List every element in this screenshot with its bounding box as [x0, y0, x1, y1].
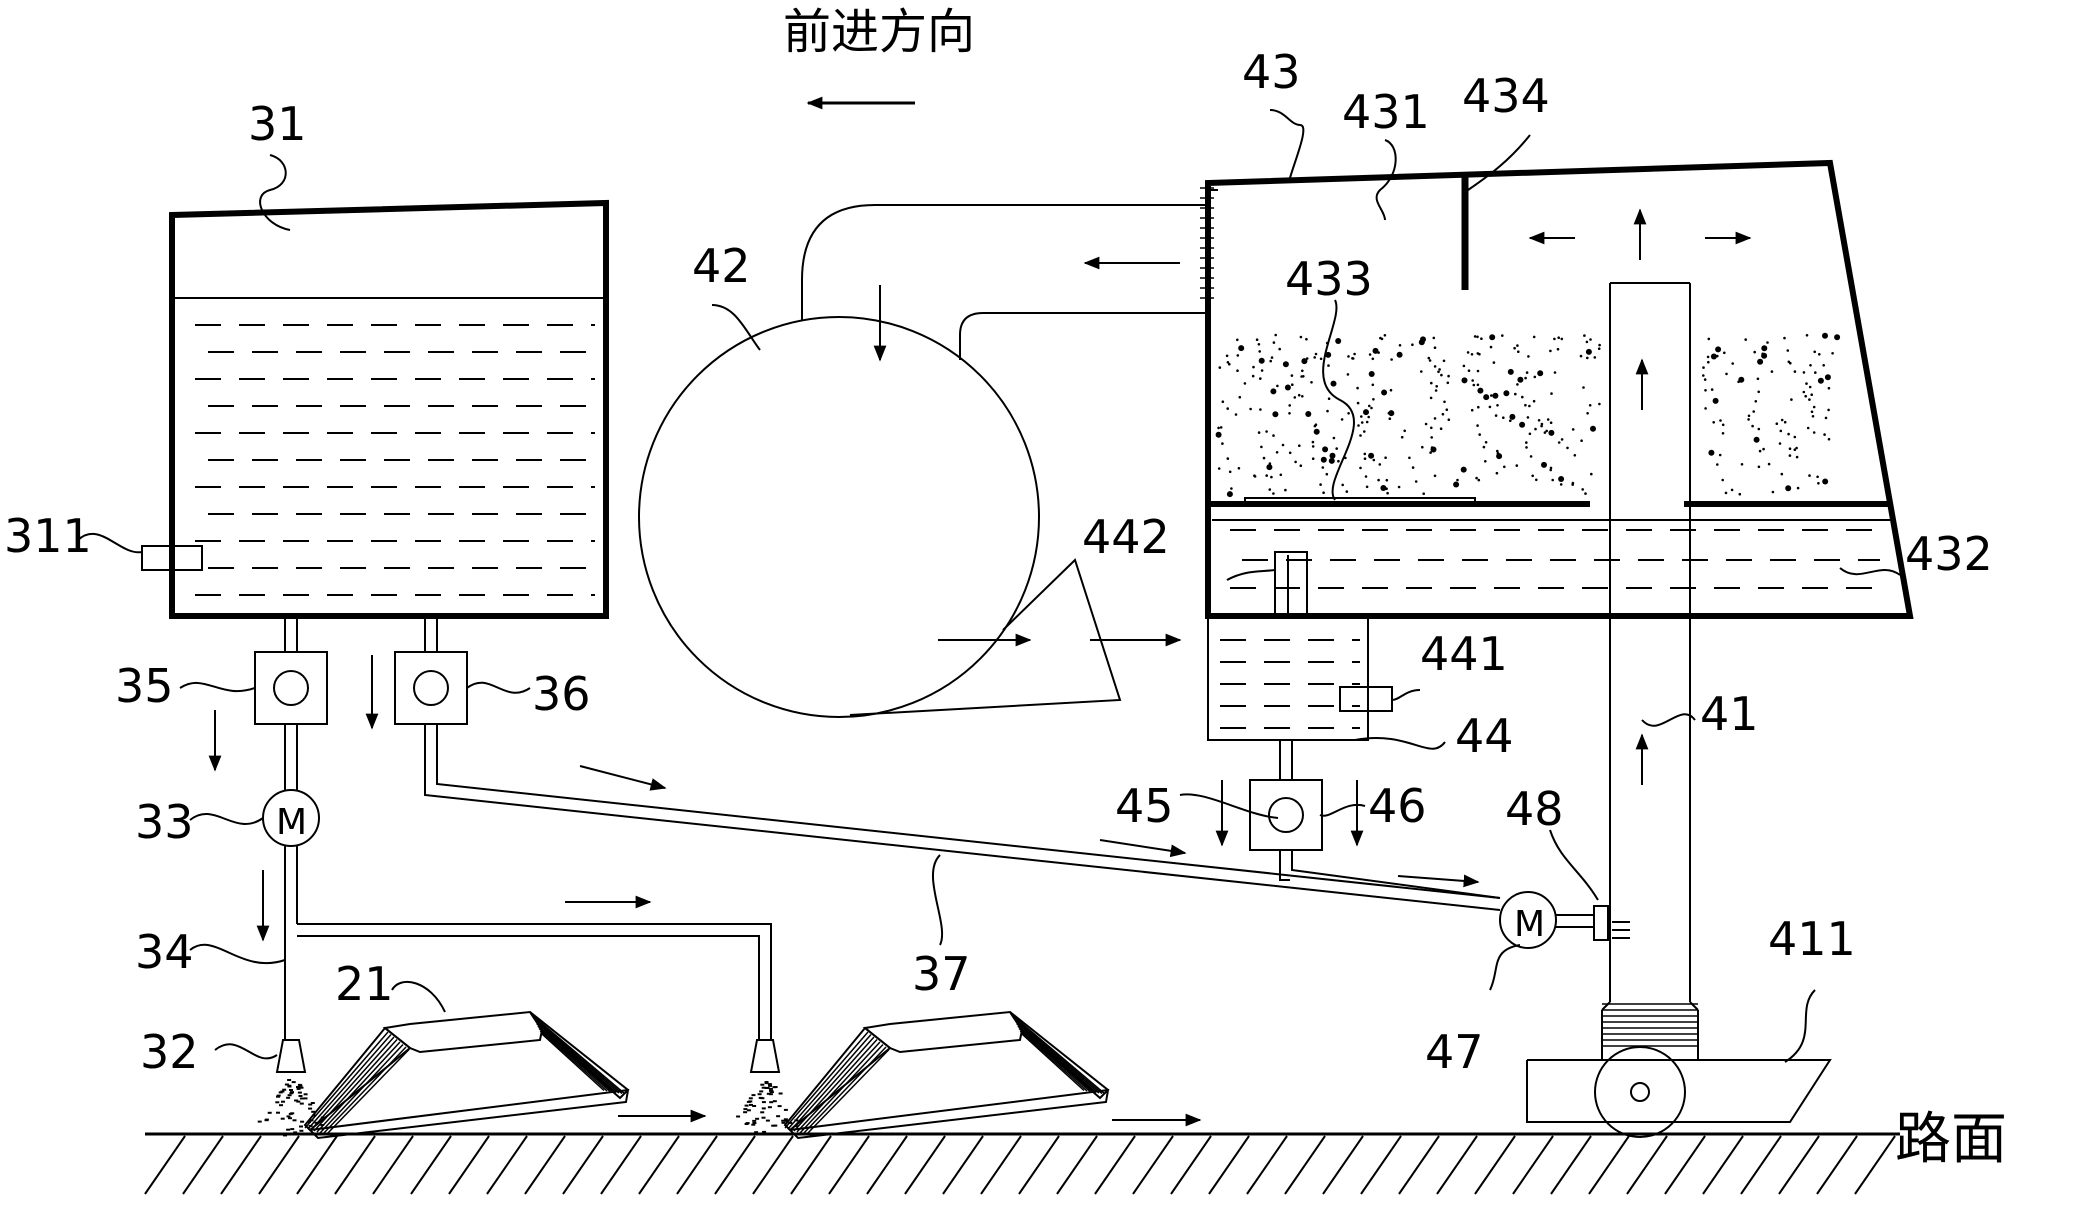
- valve-35: [254, 651, 328, 725]
- suction-tube: [1526, 282, 1832, 1138]
- pump-47: [1499, 891, 1557, 949]
- label-31: 31: [248, 97, 307, 151]
- direction-title: 前进方向: [783, 4, 975, 60]
- level-sensor-311: [141, 545, 203, 571]
- dust-box: [1200, 159, 1914, 619]
- flow-arrows: [208, 208, 1752, 1127]
- label-47: 47: [1425, 1025, 1484, 1079]
- label-35: 35: [115, 659, 174, 713]
- label-441: 441: [1420, 627, 1508, 681]
- label-434: 434: [1462, 69, 1550, 123]
- label-411: 411: [1768, 912, 1856, 966]
- suction-fan: [638, 204, 1208, 718]
- label-33: 33: [135, 795, 194, 849]
- label-42: 42: [692, 239, 751, 293]
- label-43: 43: [1242, 45, 1301, 99]
- label-46: 46: [1368, 779, 1427, 833]
- pump-33-motor-letter: M: [276, 802, 307, 843]
- pump-47-motor-letter: M: [1514, 904, 1545, 945]
- label-44: 44: [1455, 709, 1514, 763]
- label-311: 311: [4, 509, 92, 563]
- valve-36: [394, 651, 468, 725]
- label-41: 41: [1700, 687, 1759, 741]
- label-37: 37: [912, 947, 971, 1001]
- spray-nozzle-48: [1593, 905, 1609, 941]
- label-48: 48: [1505, 782, 1564, 836]
- road-label: 路面: [1895, 1107, 2007, 1172]
- road-surface: [144, 1132, 1900, 1195]
- level-sensor-441: [1339, 686, 1393, 712]
- leader-lines: [77, 109, 1901, 1063]
- spray-nozzle-1: [275, 1039, 307, 1073]
- label-431: 431: [1342, 85, 1430, 139]
- label-433: 433: [1285, 252, 1373, 306]
- spray-nozzle-2: [749, 1039, 781, 1073]
- label-32: 32: [140, 1025, 199, 1079]
- label-36: 36: [532, 667, 591, 721]
- label-34: 34: [135, 925, 194, 979]
- label-432: 432: [1905, 527, 1993, 581]
- label-442: 442: [1082, 510, 1170, 564]
- sweeper-brush-1: [303, 1010, 630, 1140]
- label-45: 45: [1115, 779, 1174, 833]
- sweeper-brush-2: [783, 1010, 1110, 1140]
- overflow-sump: [1207, 551, 1609, 949]
- water-pipes: [254, 616, 1501, 1073]
- water-tank: [141, 199, 609, 619]
- label-21: 21: [335, 957, 394, 1011]
